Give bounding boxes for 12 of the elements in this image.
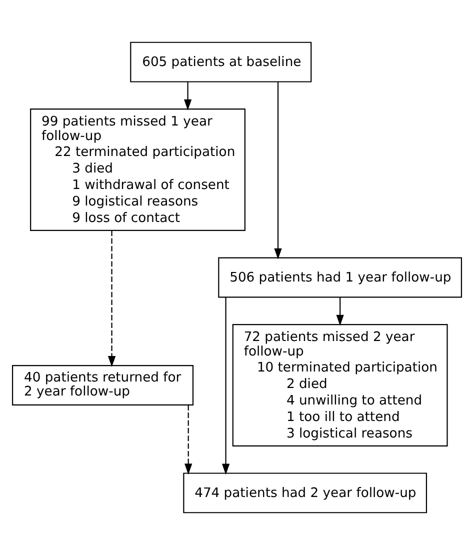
arrow [108, 230, 116, 367]
arrow [184, 404, 192, 475]
node-box: 474 patients had 2 year follow-up [183, 472, 428, 514]
arrow [184, 82, 192, 110]
node-box: 506 patients had 1 year follow-up [218, 257, 462, 298]
node-box: 605 patients at baseline [130, 42, 312, 82]
arrow [336, 297, 344, 326]
node-box: 72 patients missed 2 year follow-up 10 terminated participation 2 died 4 unwilling to attend 1 too ill to attend 3 logistical reasons [232, 324, 448, 446]
node-box: 40 patients returned for 2 year follow-up [12, 364, 194, 406]
node-box: 99 patients missed 1 year follow-up 22 terminated participation 3 died 1 withdrawal of consent 9 logistical reasons 9 loss of contact [30, 108, 246, 232]
arrow [222, 297, 230, 475]
arrow [274, 82, 282, 260]
